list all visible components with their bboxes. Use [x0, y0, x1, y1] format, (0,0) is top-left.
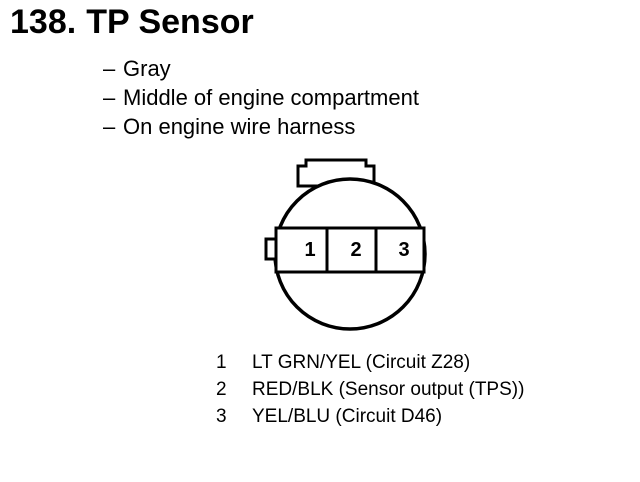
detail-text: Gray [123, 56, 171, 81]
detail-location: –Middle of engine compartment [103, 83, 419, 112]
detail-text: Middle of engine compartment [123, 85, 419, 110]
pinout-row: 1 LT GRN/YEL (Circuit Z28) [216, 349, 524, 376]
pinout-row: 3 YEL/BLU (Circuit D46) [216, 403, 524, 430]
detail-text: On engine wire harness [123, 114, 356, 139]
connector-diagram: 1 2 3 [264, 158, 427, 331]
detail-dash: – [103, 56, 116, 81]
pinout-description: YEL/BLU (Circuit D46) [252, 406, 443, 427]
pinout-description: LT GRN/YEL (Circuit Z28) [252, 352, 471, 373]
pinout-pin-number: 1 [216, 352, 227, 373]
detail-dash: – [103, 114, 116, 139]
detail-dash: – [103, 85, 116, 110]
title-name: TP Sensor [86, 3, 254, 41]
pinout-description: RED/BLK (Sensor output (TPS)) [252, 379, 525, 400]
detail-harness: –On engine wire harness [103, 112, 419, 141]
connector-side-key [264, 237, 276, 261]
title-number: 138. [10, 3, 77, 41]
pin-label: 2 [350, 239, 361, 261]
pin-label: 3 [398, 239, 409, 261]
pin-cavity-box [274, 226, 426, 274]
pinout-pin-number: 3 [216, 406, 227, 427]
pinout-row: 2 RED/BLK (Sensor output (TPS)) [216, 376, 524, 403]
page-title: 138.TP Sensor [10, 2, 254, 42]
component-details: –Gray –Middle of engine compartment –On … [103, 54, 419, 141]
pinout-pin-number: 2 [216, 379, 227, 400]
pin-label: 1 [304, 239, 315, 261]
pinout-legend: 1 LT GRN/YEL (Circuit Z28) 2 RED/BLK (Sens… [216, 349, 524, 430]
detail-color: –Gray [103, 54, 419, 83]
